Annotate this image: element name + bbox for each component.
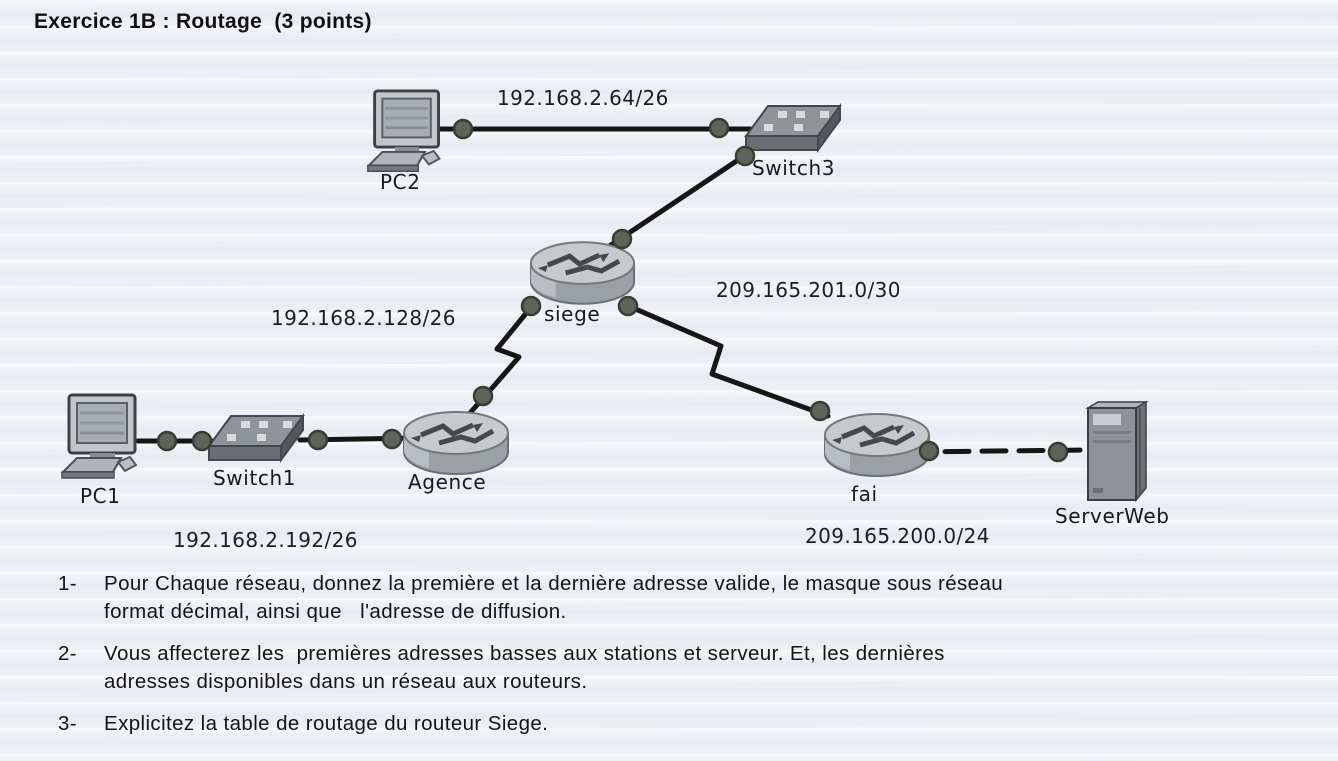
device-label-siege: siege	[544, 302, 601, 326]
device-label-pc1: PC1	[80, 484, 121, 508]
question-1-line-2: format décimal, ainsi que l'adresse de d…	[104, 599, 567, 623]
network-label-209-165-201-0: 209.165.201.0/30	[716, 278, 901, 302]
question-text: Vous affecterez les premières adresses b…	[104, 640, 1320, 695]
network-label-192-168-2-128: 192.168.2.128/26	[271, 306, 456, 330]
device-switch1	[199, 406, 311, 468]
router-icon	[529, 241, 636, 305]
device-label-agence: Agence	[408, 470, 487, 494]
network-label-192-168-2-64: 192.168.2.64/26	[497, 86, 669, 110]
port-dot	[708, 117, 730, 139]
pc-icon	[366, 89, 441, 173]
exercise-title: Exercice 1B : Routage (3 points)	[34, 10, 372, 33]
question-number: 1-	[58, 572, 78, 595]
device-pc2	[363, 88, 455, 180]
router-icon	[824, 413, 930, 477]
device-siege	[526, 234, 640, 312]
port-dot	[452, 118, 474, 140]
server-icon	[1085, 400, 1149, 503]
question-2: 2- Vous affecterez les premières adresse…	[58, 640, 1320, 695]
device-label-pc2: PC2	[380, 170, 421, 194]
question-2-line-2: adresses disponibles dans un réseau aux …	[104, 669, 588, 693]
question-1: 1- Pour Chaque réseau, donnez la premièr…	[58, 570, 1320, 625]
question-1-line-1: Pour Chaque réseau, donnez la première e…	[104, 572, 1004, 595]
pc-icon	[60, 393, 138, 479]
link-fai-serverweb-dashed	[905, 447, 1091, 455]
question-2-line-1: Vous affecterez les premières adresses b…	[104, 642, 945, 665]
question-number: 2-	[58, 642, 78, 665]
device-fai	[820, 406, 935, 484]
link-siege-agence-serial	[466, 303, 535, 417]
questions-list: 1- Pour Chaque réseau, donnez la premièr…	[58, 570, 1320, 753]
link-siege-fai-serial	[621, 301, 831, 419]
network-topology-diagram: PC2 Switch3	[0, 40, 1338, 570]
network-label-192-168-2-192: 192.168.2.192/26	[173, 528, 358, 552]
port-dot	[472, 385, 494, 407]
link-switch3-siege	[605, 149, 753, 250]
device-switch3	[736, 96, 848, 158]
switch-icon	[207, 412, 305, 464]
device-label-switch3: Switch3	[752, 156, 836, 180]
device-label-fai: fai	[851, 482, 878, 506]
network-label-209-165-200-0: 209.165.200.0/24	[805, 524, 990, 548]
device-label-switch1: Switch1	[213, 466, 297, 490]
question-3: 3- Explicitez la table de routage du rou…	[58, 710, 1320, 738]
question-text: Explicitez la table de routage du routeu…	[104, 710, 1320, 738]
port-dot	[156, 430, 178, 452]
question-3-line-1: Explicitez la table de routage du routeu…	[104, 712, 549, 735]
router-icon	[403, 411, 509, 475]
switch-icon	[744, 102, 842, 154]
port-dot	[307, 429, 329, 451]
port-dot	[1047, 441, 1069, 463]
device-serverweb	[1082, 400, 1152, 504]
question-text: Pour Chaque réseau, donnez la première e…	[104, 570, 1320, 625]
device-pc1	[57, 392, 152, 487]
device-label-serverweb: ServerWeb	[1055, 504, 1170, 528]
question-number: 3-	[58, 712, 78, 735]
device-agence	[399, 404, 514, 482]
